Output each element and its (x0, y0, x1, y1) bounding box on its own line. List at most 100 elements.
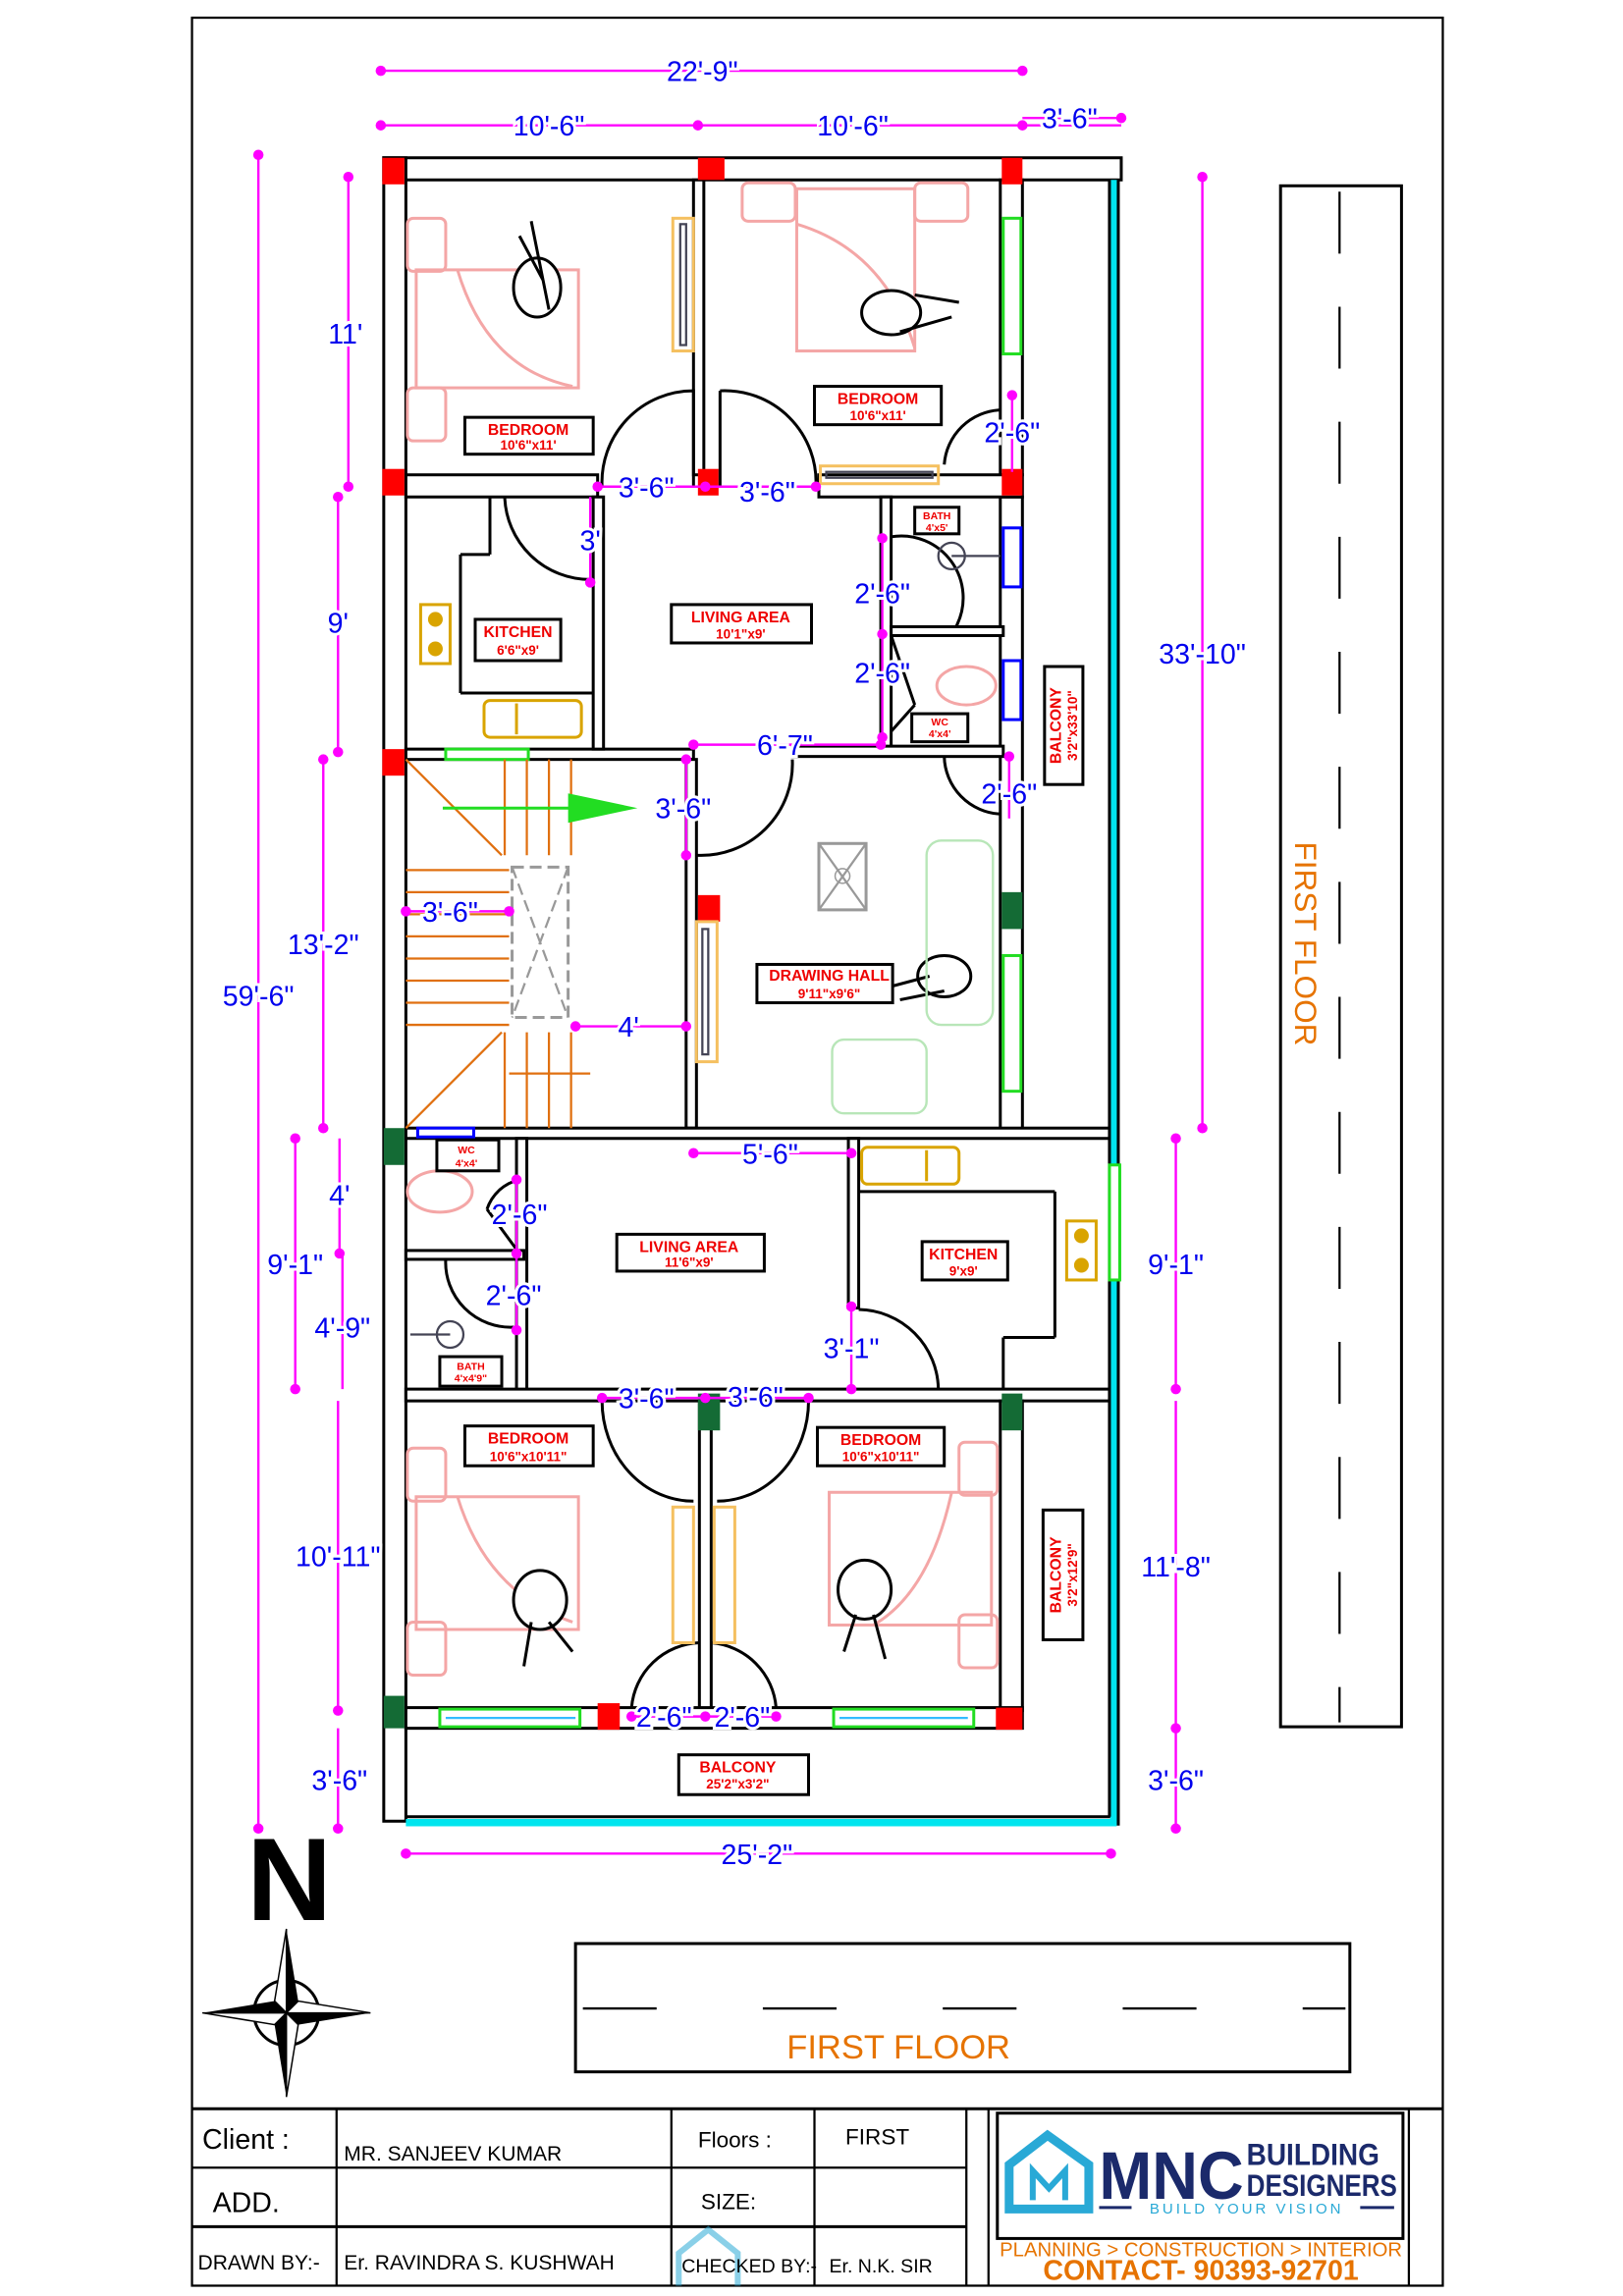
shower-icon (937, 541, 1001, 570)
svg-text:4'x4'9": 4'x4'9" (455, 1373, 487, 1385)
column-green (383, 1128, 405, 1165)
stove-icon (418, 603, 452, 666)
company-logo: MNC BUILDING DESIGNERS BUILD YOUR VISION… (996, 2111, 1405, 2286)
dim-label: 3'-6" (728, 1382, 784, 1414)
logo-line1: BUILDING (1247, 2136, 1380, 2171)
dim-label: 11' (328, 319, 362, 350)
dimension-lines (252, 65, 1208, 1859)
svg-text:4'x4': 4'x4' (456, 1157, 478, 1169)
dim-label: 11'-8" (1141, 1552, 1211, 1583)
dim-label: 5'-6" (742, 1139, 798, 1170)
dim-label: 3'-1" (824, 1334, 880, 1365)
floors-value: FIRST (845, 2124, 909, 2149)
dim-label: 3'-6" (311, 1766, 367, 1797)
floor-label: FIRST FLOOR (786, 2029, 1010, 2066)
person-icon (860, 289, 959, 337)
compass-icon (201, 1928, 371, 2098)
svg-text:11'6"x9': 11'6"x9' (665, 1255, 714, 1269)
contact-text: CONTACT- 90393-92701 (1043, 2255, 1359, 2286)
svg-text:4'x4': 4'x4' (929, 728, 951, 740)
room-label-wc-2: WC4'x4' (435, 1138, 501, 1173)
column-green (383, 1695, 405, 1729)
column-red (382, 468, 405, 496)
bed-icon (828, 1440, 1000, 1670)
stove-icon (1064, 1219, 1098, 1282)
svg-text:BEDROOM: BEDROOM (840, 1432, 921, 1449)
staircase (405, 758, 638, 1130)
column-red (697, 894, 721, 922)
dim-label: 25'-2" (722, 1840, 793, 1871)
person-icon (837, 1558, 893, 1660)
column-red (382, 157, 405, 185)
room-label-wc-1: WC4'x4' (910, 712, 970, 744)
wardrobe-icon (819, 464, 941, 486)
dim-label: 2'-6" (981, 779, 1037, 811)
client-value: MR. SANJEEV KUMAR (344, 2143, 562, 2165)
svg-text:25'2"x3'2": 25'2"x3'2" (706, 1777, 769, 1791)
checked-by-value: Er. N.K. SIR (830, 2256, 933, 2277)
svg-text:10'1"x9': 10'1"x9' (716, 626, 765, 641)
dim-label: 3'-6" (1148, 1766, 1204, 1797)
road-label: FIRST FLOOR (1288, 841, 1324, 1045)
dim-label: 4'-9" (314, 1313, 370, 1345)
checked-by-label: CHECKED BY:- (681, 2256, 817, 2277)
dim-label: 33'-10" (1159, 639, 1246, 670)
north-label: N (246, 1814, 332, 1946)
svg-text:BEDROOM: BEDROOM (488, 422, 568, 439)
windows (415, 216, 1121, 1729)
columns (382, 157, 1023, 1731)
dim-label: 3'-6" (739, 477, 795, 508)
dim-label: 2'-6" (636, 1702, 692, 1734)
svg-text:DRAWING HALL: DRAWING HALL (769, 968, 890, 985)
sheet-border (190, 16, 1444, 2287)
svg-text:BEDROOM: BEDROOM (838, 392, 918, 408)
road-strip: FIRST FLOOR (1278, 184, 1403, 1729)
bed-icon (406, 216, 580, 443)
svg-text:LIVING AREA: LIVING AREA (639, 1239, 738, 1255)
dim-label: 10'-6" (514, 111, 585, 142)
svg-text:BATH: BATH (923, 510, 950, 522)
dim-label: 2'-6" (984, 418, 1040, 450)
doors (444, 389, 1001, 1708)
svg-text:10'6"x10'11": 10'6"x10'11" (842, 1450, 920, 1465)
house-logo-icon (1004, 2129, 1094, 2214)
floor-label-box: FIRST FLOOR (573, 1942, 1352, 2074)
dim-label: 3'-6" (422, 897, 478, 929)
dim-label: 3'-6" (619, 1384, 675, 1415)
dim-label: 10'-6" (817, 111, 889, 142)
client-label: Client : (202, 2124, 290, 2156)
svg-text:BALCONY: BALCONY (699, 1760, 776, 1777)
dim-label: 3'-6" (619, 472, 675, 504)
north-arrow: N (201, 1814, 371, 2098)
dim-label: 9' (328, 608, 349, 639)
dim-label: 4' (619, 1012, 639, 1043)
dim-label: 9'-1" (267, 1250, 323, 1281)
dim-label: 4' (329, 1180, 350, 1211)
svg-text:3'2"x33'10": 3'2"x33'10" (1065, 690, 1080, 761)
dim-label: 59'-6" (223, 982, 295, 1013)
svg-text:WC: WC (458, 1145, 475, 1156)
drawn-by-label: DRAWN BY:- (198, 2252, 320, 2274)
services-text: PLANNING > CONSTRUCTION > INTERIOR (1000, 2239, 1402, 2261)
column-green (1001, 1393, 1023, 1431)
add-label: ADD. (213, 2187, 280, 2218)
person-icon (885, 953, 973, 1001)
column-red (1001, 157, 1023, 185)
column-red (996, 1707, 1023, 1731)
svg-text:BEDROOM: BEDROOM (488, 1431, 568, 1448)
sink-icon (482, 699, 583, 739)
column-red (697, 468, 719, 496)
